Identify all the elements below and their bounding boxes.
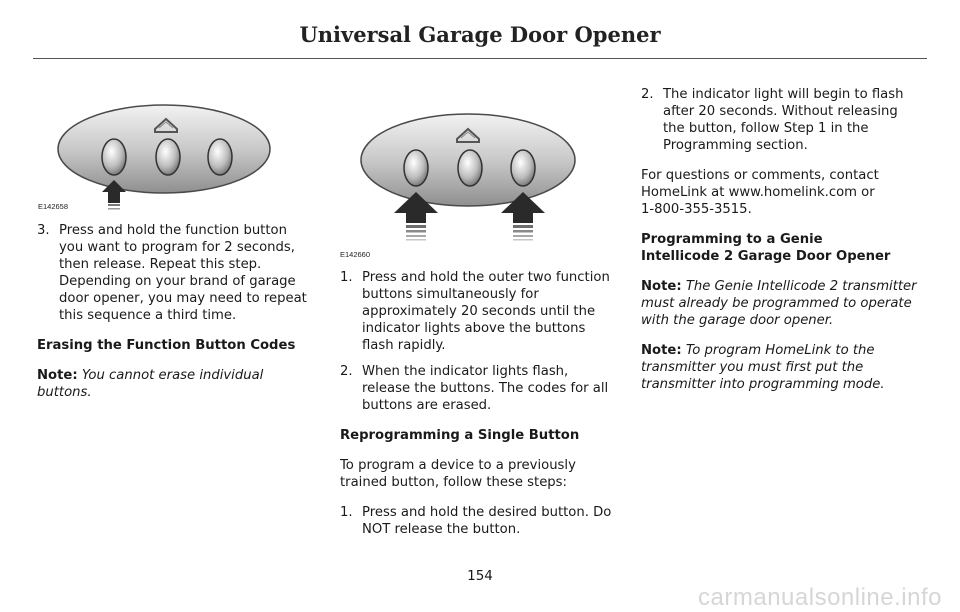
note: Note: To program HomeLink to the transmi… [641,342,923,393]
arrow-up-icon [102,180,126,210]
step-text: Press and hold the desired button. Do NO… [362,505,612,537]
watermark: carmanualsonline.info [698,584,942,611]
figure-homelink-outer-buttons: E142660 [340,105,590,265]
step-number: 2. [641,87,654,102]
homelink-panel-illustration [57,104,271,210]
section-heading: Programming to a Genie Intellicode 2 Gar… [641,232,891,264]
step-text: When the indicator lights flash, release… [362,364,609,413]
title-rule [33,58,927,59]
paragraph: To program a device to a previously trai… [340,458,576,490]
list-item: 1. Press and hold the outer two function… [340,269,620,354]
step-text: The indicator light will begin to flash … [663,87,904,153]
house-icon [456,127,480,143]
note-text: To program HomeLink to the transmitter y… [641,343,885,392]
step-number: 1. [340,505,353,520]
figure-homelink-one-button: E142658 [38,92,278,217]
section-heading: Erasing the Function Button Codes [37,338,296,353]
contact-paragraph: For questions or comments, contact HomeL… [641,168,879,217]
step-text: Press and hold the outer two function bu… [362,270,610,353]
note-text: The Genie Intellicode 2 transmitter must… [641,279,917,328]
column-1: 3. Press and hold the function button yo… [37,222,312,414]
step-number: 3. [37,223,50,238]
column-2: 1. Press and hold the outer two function… [340,269,620,547]
homelink-panel-illustration [360,113,576,241]
column-3: 2. The indicator light will begin to fla… [641,86,923,406]
section-heading: Reprogramming a Single Button [340,428,580,443]
page-number: 154 [467,568,493,584]
note-text: You cannot erase individual buttons. [37,368,264,400]
list-item: 1. Press and hold the desired button. Do… [340,504,620,538]
note-label: Note: [37,368,78,383]
list-item: 3. Press and hold the function button yo… [37,222,312,324]
figure-code: E142660 [340,250,371,259]
list-item: 2. When the indicator lights flash, rele… [340,363,620,414]
note-label: Note: [641,279,682,294]
list-item: 2. The indicator light will begin to fla… [641,86,923,154]
page-title: Universal Garage Door Opener [299,22,661,47]
arrow-up-icon [394,192,438,241]
step-text: Press and hold the function button you w… [59,223,307,323]
house-icon [154,117,178,133]
figure-code: E142658 [38,202,69,211]
step-number: 2. [340,364,353,379]
arrow-up-icon [501,192,545,241]
note-label: Note: [641,343,682,358]
note: Note: The Genie Intellicode 2 transmitte… [641,278,923,329]
note: Note: You cannot erase individual button… [37,367,312,401]
step-number: 1. [340,270,353,285]
